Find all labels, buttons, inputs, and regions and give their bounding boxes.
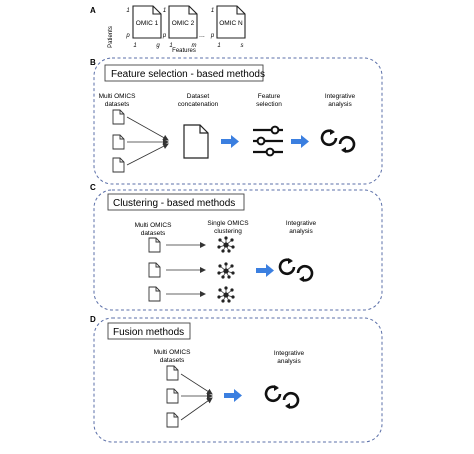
panel-c: C Clustering - based methods Multi OMICS… xyxy=(90,183,383,311)
omic-name: OMIC 1 xyxy=(136,20,159,27)
cycle-icon xyxy=(320,127,356,155)
cycle-icon xyxy=(264,383,300,411)
arrow-icon xyxy=(256,264,274,277)
panel-b-title-box xyxy=(104,64,264,82)
document-icon xyxy=(166,412,179,428)
omic-col-right: m xyxy=(192,43,197,49)
panel-b-title: Feature selection - based methods xyxy=(111,69,265,80)
multi-omics-label-line2: datasets xyxy=(160,357,185,364)
omic-col-right: g xyxy=(156,43,160,49)
single-omics-clustering-line1: Single OMICS xyxy=(207,220,249,227)
document-icon xyxy=(112,134,125,150)
document-icon xyxy=(183,124,209,159)
omic-matrix-n: OMIC N 1 p 1 s xyxy=(210,5,246,49)
panel-c-title: Clustering - based methods xyxy=(113,198,235,209)
omic-row-bottom: p xyxy=(162,33,167,39)
panel-a-letter: A xyxy=(90,6,96,15)
network-icon xyxy=(216,261,236,280)
concat-label-line2: concatenation xyxy=(178,101,219,108)
multi-omics-label-line1: Multi OMICS xyxy=(135,222,173,229)
panel-c-letter: C xyxy=(90,183,96,192)
panel-d: D Fusion methods Multi OMICS datasets In… xyxy=(90,315,383,443)
document-icon xyxy=(112,157,125,173)
document-icon xyxy=(148,286,161,302)
merge-arrow xyxy=(180,373,213,395)
integrative-label-line1: Integrative xyxy=(325,93,356,100)
omic-col-left: 1 xyxy=(169,43,172,49)
sliders-icon xyxy=(253,125,283,157)
feature-selection-label-line2: selection xyxy=(256,101,282,108)
document-icon xyxy=(148,262,161,278)
document-icon xyxy=(166,388,179,404)
panel-b-frame xyxy=(93,57,383,185)
document-icon xyxy=(112,109,125,125)
omic-name: OMIC N xyxy=(219,20,243,27)
panel-b: B Feature selection - based methods Mult… xyxy=(90,57,383,185)
omic-matrix-2: OMIC 2 1 p 1 m xyxy=(162,5,198,49)
panel-d-title-box xyxy=(107,322,191,340)
cycle-icon xyxy=(278,256,314,284)
integrative-label-line2: analysis xyxy=(277,358,301,365)
multi-omics-label-line2: datasets xyxy=(141,230,166,237)
omic-row-top: 1 xyxy=(126,8,129,14)
panel-d-title: Fusion methods xyxy=(113,327,184,338)
merge-arrow xyxy=(180,397,213,421)
axis-patients-label: Patients xyxy=(108,26,114,48)
arrow-icon xyxy=(224,389,242,402)
arrow-icon xyxy=(291,135,309,148)
panel-c-frame xyxy=(93,189,383,311)
omic-col-right: s xyxy=(241,43,244,49)
single-omics-clustering-line2: clustering xyxy=(214,228,242,235)
omic-col-left: 1 xyxy=(217,43,220,49)
omic-row-top: 1 xyxy=(163,8,166,14)
network-icon xyxy=(216,235,236,254)
axis-features-label: Features xyxy=(172,48,196,54)
integrative-label-line2: analysis xyxy=(328,101,352,108)
merge-arrow xyxy=(126,143,169,166)
omic-row-bottom: p xyxy=(210,33,215,39)
omic-row-bottom: p xyxy=(125,33,130,39)
panel-b-letter: B xyxy=(90,58,96,67)
omic-matrix-1: OMIC 1 1 p 1 g xyxy=(125,5,162,49)
panel-c-title-box xyxy=(107,193,245,211)
document-icon xyxy=(166,365,179,381)
multi-omics-label-line1: Multi OMICS xyxy=(154,349,192,356)
omic-name: OMIC 2 xyxy=(172,20,195,27)
integrative-label-line1: Integrative xyxy=(274,350,305,357)
arrow-icon xyxy=(221,135,239,148)
integrative-label-line2: analysis xyxy=(289,228,313,235)
document-icon xyxy=(148,237,161,253)
panel-d-letter: D xyxy=(90,315,96,324)
omic-ellipsis: ... xyxy=(199,32,205,39)
omic-row-top: 1 xyxy=(211,8,214,14)
network-icon xyxy=(216,285,236,304)
panel-a: A Patients OMIC 1 1 p 1 g OMIC 2 1 p 1 m… xyxy=(90,5,246,54)
merge-arrow xyxy=(126,116,169,141)
multi-omics-label-line1: Multi OMICS xyxy=(99,93,137,100)
integrative-label-line1: Integrative xyxy=(286,220,317,227)
multi-omics-label-line2: datasets xyxy=(105,101,130,108)
concat-label-line1: Dataset xyxy=(187,93,210,100)
feature-selection-label-line1: Feature xyxy=(258,93,281,100)
omic-col-left: 1 xyxy=(133,43,136,49)
